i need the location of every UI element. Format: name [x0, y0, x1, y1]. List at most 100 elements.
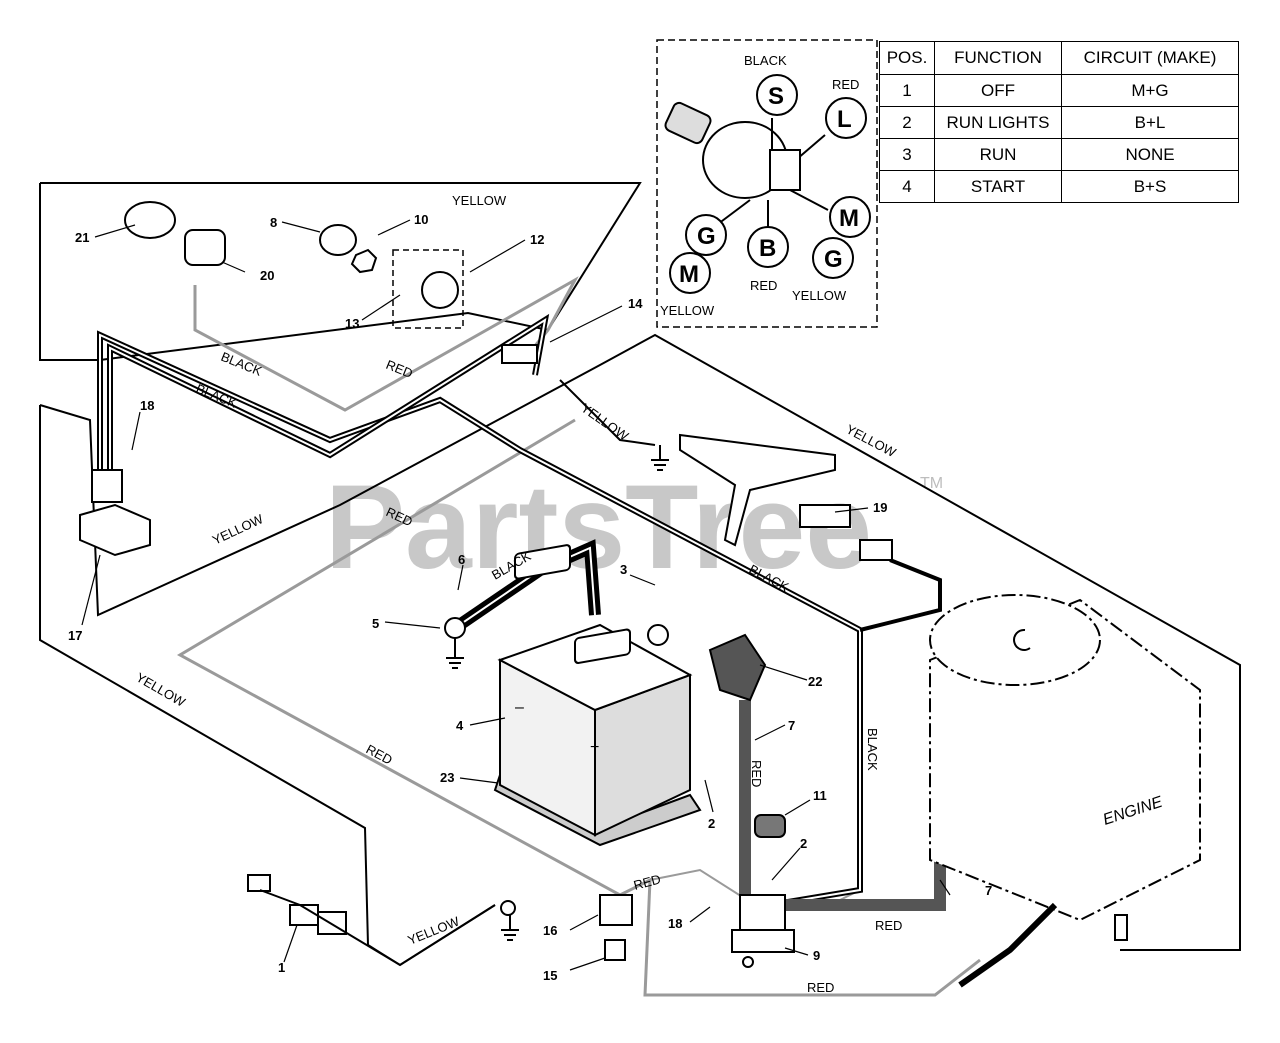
hex-nut: [350, 248, 378, 274]
connector-14: [501, 344, 538, 364]
part-11: 11: [813, 788, 827, 803]
harness-end-connector: [247, 874, 271, 892]
harness-wire: [259, 889, 496, 967]
part-12: 12: [530, 232, 544, 247]
part-7-cable: 7: [788, 718, 795, 733]
wire-label-red-bottom: RED: [807, 980, 834, 995]
ground-symbol-harness: [501, 915, 519, 941]
seat-switch-bracket: [79, 503, 151, 557]
part-13: 13: [345, 316, 359, 331]
terminal-m-right: M: [839, 205, 859, 232]
table-row: 2 RUN LIGHTS B+L: [879, 106, 1239, 139]
interlock-bracket: [679, 433, 836, 547]
terminal-s: S: [768, 83, 784, 110]
headlight-socket: [184, 229, 226, 266]
wire-label-red-solenoid: RED: [875, 918, 902, 933]
terminal-g-left: G: [697, 223, 716, 250]
ground-symbol-interlock: [651, 445, 669, 471]
ignition-switch-small: [421, 271, 459, 309]
terminal-b: B: [759, 235, 776, 262]
switch-label-yellow-left: YELLOW: [660, 303, 715, 318]
yellow-wire-right: [559, 379, 656, 446]
part-4: 4: [456, 718, 464, 733]
cell-function: OFF: [934, 74, 1062, 107]
part-9: 9: [813, 948, 820, 963]
table-row: 4 START B+S: [879, 170, 1239, 203]
cell-pos: 1: [879, 74, 935, 107]
cell-function: START: [934, 170, 1062, 203]
wire-label-yellow-right: YELLOW: [844, 421, 900, 460]
terminal-m-left: M: [679, 261, 699, 288]
fuse-holder: [599, 894, 633, 926]
part-18-top: 18: [140, 398, 154, 413]
switch-label-yellow-right: YELLOW: [792, 288, 847, 303]
black-wire-2-inner: [109, 317, 547, 470]
part-3: 3: [620, 562, 627, 577]
battery: + –: [493, 544, 702, 847]
connector-17: [91, 469, 123, 503]
wire-label-red-cable: RED: [749, 760, 764, 787]
switch-label-red-bottom: RED: [750, 278, 777, 293]
part-14: 14: [628, 296, 643, 311]
ground-ring-terminal: [500, 900, 516, 916]
part-16: 16: [543, 923, 557, 938]
cell-circuit: B+S: [1061, 170, 1239, 203]
header-circuit: CIRCUIT (MAKE): [1061, 41, 1239, 75]
cell-function: RUN LIGHTS: [934, 106, 1062, 139]
black-wire-1-inner: [99, 333, 861, 906]
switch-detail-frame: [656, 39, 878, 328]
table-row: 1 OFF M+G: [879, 74, 1239, 107]
terminal-l: L: [837, 106, 852, 133]
cell-circuit: M+G: [1061, 74, 1239, 107]
positive-terminal: [647, 624, 669, 646]
part-17: 17: [68, 628, 82, 643]
black-wire-2: [107, 313, 550, 470]
black-wire-engine: [859, 558, 942, 632]
trademark: TM: [920, 475, 943, 492]
part-20: 20: [260, 268, 274, 283]
part-6: 6: [458, 552, 465, 567]
battery-terminal-boot: [708, 633, 767, 702]
solenoid: [731, 894, 795, 968]
part-10: 10: [414, 212, 428, 227]
cell-circuit: B+L: [1061, 106, 1239, 139]
interlock-connector: [859, 539, 893, 561]
headlight: [124, 201, 176, 239]
wire-label-yellow-interlock: YELLOW: [578, 400, 632, 444]
part-15: 15: [543, 968, 557, 983]
part-21: 21: [75, 230, 89, 245]
interlock-switch: [799, 504, 851, 528]
engine-connector: [1114, 914, 1128, 941]
ignition-switch-drawing: [664, 101, 829, 232]
cell-pos: 4: [879, 170, 935, 203]
cell-pos: 2: [879, 106, 935, 139]
part-2-battery: 2: [708, 816, 715, 831]
wire-label-red-dash: RED: [384, 357, 415, 381]
svg-text:–: –: [515, 699, 524, 716]
part-23: 23: [440, 770, 454, 785]
part-18-bottom: 18: [668, 916, 682, 931]
part-2-solenoid: 2: [800, 836, 807, 851]
ground-bolt: [444, 617, 466, 639]
ignition-detail-box: [392, 249, 464, 329]
part-8: 8: [270, 215, 277, 230]
terminal-cover: [754, 814, 786, 838]
switch-label-red-top: RED: [832, 77, 859, 92]
switch-label-black: BLACK: [744, 53, 787, 68]
table-header-row: POS. FUNCTION CIRCUIT (MAKE): [879, 41, 1239, 75]
dash-panel-outline: [39, 182, 642, 361]
cell-pos: 3: [879, 138, 935, 171]
engine: [929, 594, 1201, 922]
starter-cable: [958, 902, 1058, 988]
part-1: 1: [278, 960, 285, 975]
wire-label-black-vertical: BLACK: [865, 728, 880, 771]
part-5: 5: [372, 616, 379, 631]
terminal-circles: [669, 74, 871, 294]
terminal-g-right: G: [824, 246, 843, 273]
svg-text:+: +: [590, 739, 599, 756]
part-19: 19: [873, 500, 887, 515]
part-7-engine: 7: [985, 883, 992, 898]
cell-circuit: NONE: [1061, 138, 1239, 171]
header-function: FUNCTION: [934, 41, 1062, 75]
